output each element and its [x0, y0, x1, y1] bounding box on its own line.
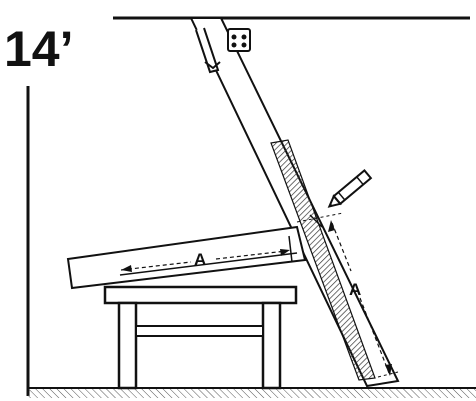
- floor: [28, 387, 476, 398]
- left-arrow-icon: [121, 265, 132, 272]
- rail-inner-line: [119, 252, 298, 276]
- right-arrow-icon: [280, 249, 290, 256]
- bench-leg-left: [117, 301, 138, 390]
- ladder-lock-icon: [195, 27, 221, 74]
- pencil-icon: [327, 169, 373, 208]
- floor-hatch: [28, 388, 476, 398]
- sawhorse-bench: [103, 285, 298, 390]
- reference-mark: [296, 212, 344, 228]
- horizontal-dimension-label: A: [194, 250, 206, 269]
- room-frame: [26, 16, 470, 396]
- vertical-dimension: A: [328, 220, 399, 378]
- rail-outline: [66, 225, 307, 290]
- ladder-bracket-icon: [227, 28, 251, 52]
- bench-brace: [135, 325, 264, 337]
- horizontal-dimension: A: [120, 235, 293, 272]
- vertical-dimension-label: A: [349, 280, 361, 299]
- up-arrow-icon: [328, 220, 335, 232]
- bench-top: [103, 285, 298, 305]
- ladder-hatched-section: [270, 139, 376, 381]
- ladder-length-heading: 14’: [4, 21, 74, 77]
- horizontal-rail: [66, 225, 307, 290]
- leaning-ladder: [189, 17, 400, 388]
- bench-leg-right: [261, 301, 282, 390]
- down-arrow-icon: [385, 364, 392, 376]
